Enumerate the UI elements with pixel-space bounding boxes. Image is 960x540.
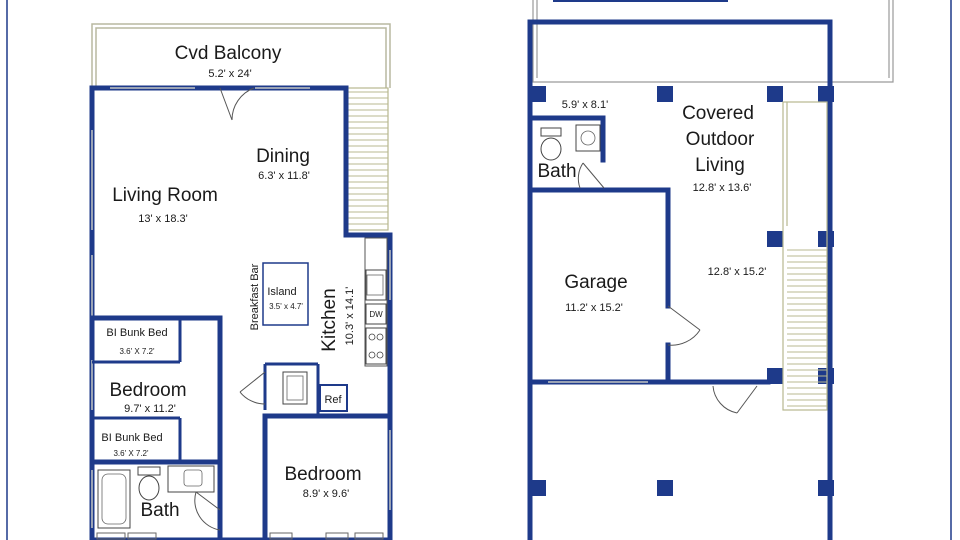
living-room-label: Living Room <box>112 185 218 206</box>
dining-label: Dining <box>256 146 310 167</box>
refrigerator <box>319 384 348 412</box>
covered-outdoor-line-2: Outdoor <box>686 129 755 150</box>
island-label: Island <box>267 286 296 298</box>
bunk-bed-2-label: BI Bunk Bed <box>101 432 162 444</box>
kitchen-label: Kitchen <box>319 288 340 351</box>
bathtub <box>97 469 131 529</box>
covered-outdoor-line-3: Living <box>695 155 745 176</box>
refrigerator-label: Ref <box>324 394 342 406</box>
dining-dims: 6.3' x 11.8' <box>258 170 310 182</box>
lower-bath-dims: 5.9' x 8.1' <box>562 99 608 111</box>
bath-door-swing <box>194 491 221 531</box>
balcony-stair <box>345 87 389 231</box>
kitchen-dims: 10.3' x 14.1' <box>344 287 356 346</box>
pantry-door-swing <box>239 371 266 405</box>
toilet <box>138 475 160 501</box>
upper-floor-plan: DW Island 3.5' x 4.7' Ref <box>89 23 393 540</box>
kitchen-sink <box>365 269 387 301</box>
bunk-bed-1-dims: 3.6' X 7.2' <box>119 347 155 356</box>
bunk-bed-2-dims: 3.6' X 7.2' <box>113 449 149 458</box>
covered-outdoor-line-1: Covered <box>682 103 754 124</box>
lower-toilet-tank <box>540 127 562 137</box>
stair-area-dims: 12.8' x 15.2' <box>708 266 767 278</box>
lower-sink <box>575 124 601 152</box>
bedroom-2-dims: 8.9' x 9.6' <box>303 488 349 500</box>
dishwasher <box>365 303 387 325</box>
bath-label: Bath <box>140 500 179 521</box>
lower-stair <box>782 101 828 411</box>
lower-bath-door-swing <box>577 162 605 189</box>
structural-posts <box>530 86 834 496</box>
garage-dims: 11.2' x 15.2' <box>565 302 623 314</box>
living-room-dims: 13' x 18.3' <box>138 213 187 225</box>
balcony-door-swing <box>219 87 255 121</box>
bedroom-1-label: Bedroom <box>109 380 186 401</box>
balcony-label: Cvd Balcony <box>175 43 282 64</box>
lower-toilet <box>540 137 562 161</box>
lower-floor-plan: 5.9' x 8.1' Bath Covered Outdoor Living … <box>527 0 894 540</box>
deck-outline <box>532 0 894 83</box>
stove <box>365 327 387 365</box>
kitchen-island <box>262 262 309 326</box>
toilet-tank <box>137 466 161 476</box>
breakfast-bar-label: Breakfast Bar <box>249 263 261 330</box>
bedroom-1-dims: 9.7' x 11.2' <box>124 403 176 415</box>
upper-bottom-closets <box>89 532 393 540</box>
dishwasher-label: DW <box>369 310 383 319</box>
lower-bath-label: Bath <box>537 161 576 182</box>
garage-door-swing <box>667 305 701 346</box>
bunk-bed-1-label: BI Bunk Bed <box>106 327 167 339</box>
island-dims: 3.5' x 4.7' <box>269 302 303 311</box>
balcony-dims: 5.2' x 24' <box>208 68 251 80</box>
bedroom-2-label: Bedroom <box>284 464 361 485</box>
lower-entry-door-swing <box>712 385 758 414</box>
balcony-railing <box>91 23 391 88</box>
covered-outdoor-dims: 12.8' x 13.6' <box>693 182 752 194</box>
garage-label: Garage <box>564 272 627 293</box>
